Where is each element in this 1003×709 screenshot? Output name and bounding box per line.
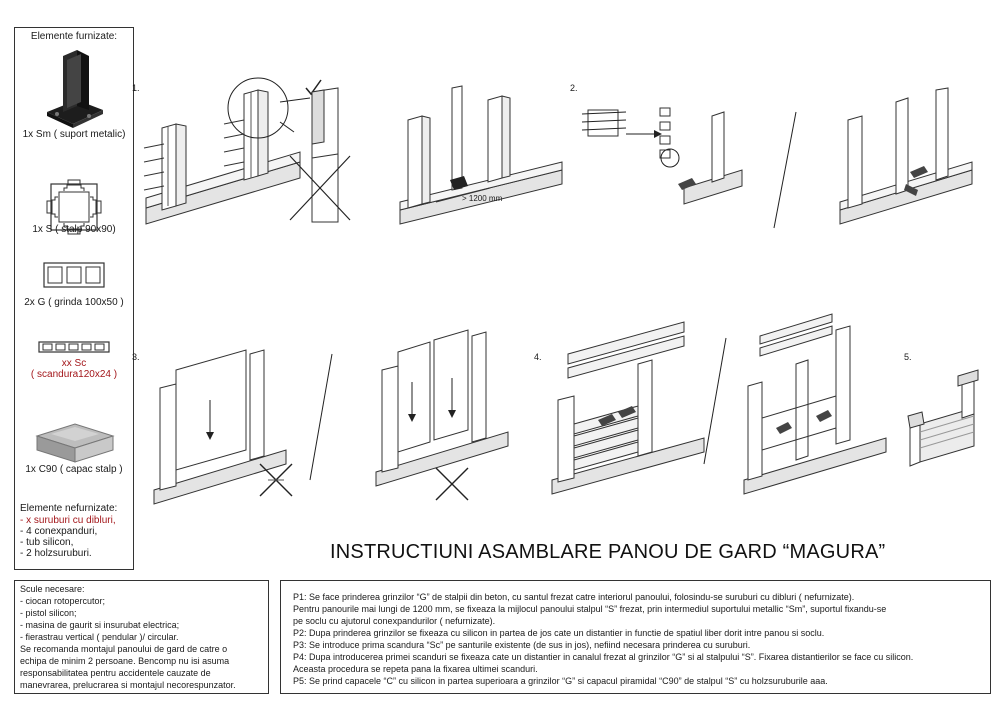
not-supplied-item: - x suruburi cu dibluri, — [20, 515, 116, 526]
beam-profile-icon — [43, 262, 105, 288]
step1-middle-post-diagram — [399, 85, 563, 225]
step3-two-planks-diagram — [375, 329, 509, 487]
step-number: 2. — [570, 83, 578, 93]
plank-profile-icon — [38, 341, 110, 353]
tools-line: responsabilitatea pentru accidentele cau… — [20, 668, 211, 678]
step-instruction: P5: Se prind capacele “C” cu silicon in … — [293, 676, 828, 686]
step2-spacer-diagram — [581, 107, 743, 205]
step-instruction: pe soclu cu ajutorul conexpandurilor ( n… — [293, 616, 496, 626]
post-cap-icon — [35, 423, 115, 463]
supplied-item-4-label-2: ( scandura120x24 ) — [30, 369, 118, 380]
tools-line: Se recomanda montajul panoului de gard d… — [20, 644, 228, 654]
tools-panel: Scule necesare: - ciocan rotopercutor; -… — [14, 580, 269, 694]
step4-planks-stack-diagram — [551, 321, 705, 495]
step-instruction: Pentru panourile mai lungi de 1200 mm, s… — [293, 604, 887, 614]
tools-line: manevrarea, prelucrarea si montajul neco… — [20, 680, 236, 690]
not-supplied-item: - 2 holzsuruburi. — [20, 548, 92, 559]
step2-post-spacer-diagram — [839, 87, 973, 225]
supplied-item-3-label: 2x G ( grinda 100x50 ) — [24, 297, 124, 308]
step-number: 5. — [904, 352, 912, 362]
step1-detail-correct-wrong — [279, 79, 351, 223]
supplied-item-2-label: 1x S ( stalp 90x90) — [32, 224, 116, 235]
tools-line: echipa de minim 2 persoane. Bencomp nu i… — [20, 656, 230, 666]
supplied-elements-heading: Elemente furnizate: — [30, 31, 118, 42]
divider-line — [773, 111, 797, 229]
step-number: 3. — [132, 352, 140, 362]
step4-full-panel-diagram — [743, 313, 887, 495]
supplied-elements-panel: Elemente furnizate: 1x Sm ( suport metal… — [14, 27, 134, 570]
step-instruction: P1: Se face prinderea grinzilor “G” de s… — [293, 592, 855, 602]
not-supplied-item: - 4 conexpanduri, — [20, 526, 98, 537]
tools-line: - fierastrau vertical ( pendular )/ circ… — [20, 632, 179, 642]
step-instruction: P3: Se introduce prima scandura “Sc” pe … — [293, 640, 751, 650]
tools-line: - ciocan rotopercutor; — [20, 596, 106, 606]
supplied-item-5-label: 1x C90 ( capac stalp ) — [25, 464, 123, 475]
supplied-item-1-label: 1x Sm ( suport metalic) — [22, 129, 126, 140]
tools-line: - pistol silicon; — [20, 608, 77, 618]
step5-post-cap-diagram — [907, 369, 979, 467]
step-instruction: P4: Dupa introducerea primei scanduri se… — [293, 652, 914, 662]
step3-wrong-screw-icon-2 — [435, 467, 469, 501]
step3-plank-insert-diagram — [153, 349, 287, 505]
assembly-steps-panel: P1: Se face prinderea grinzilor “G” de s… — [280, 580, 991, 694]
step1-post-beam-diagram — [143, 77, 301, 225]
tools-line: Scule necesare: — [20, 584, 85, 594]
post-profile-icon — [46, 179, 102, 235]
not-supplied-item: - tub silicon, — [20, 537, 74, 548]
metal-support-icon — [47, 50, 103, 128]
tools-line: - masina de gaurit si insurubat electric… — [20, 620, 180, 630]
step-number: 4. — [534, 352, 542, 362]
supplied-item-4-label-1: xx Sc — [61, 358, 87, 369]
dimension-label: > 1200 mm — [462, 194, 503, 203]
step-instruction: P2: Dupa prinderea grinzilor se fixeaza … — [293, 628, 825, 638]
step-instruction: Aceasta procedura se repeta pana la fixa… — [293, 664, 538, 674]
step3-wrong-screw-icon — [259, 463, 293, 497]
divider-line — [703, 337, 727, 465]
step-number: 1. — [132, 83, 140, 93]
not-supplied-heading: Elemente nefurnizate: — [20, 503, 118, 514]
page-title: INSTRUCTIUNI ASAMBLARE PANOU DE GARD “MA… — [330, 541, 886, 563]
divider-line — [309, 353, 333, 481]
